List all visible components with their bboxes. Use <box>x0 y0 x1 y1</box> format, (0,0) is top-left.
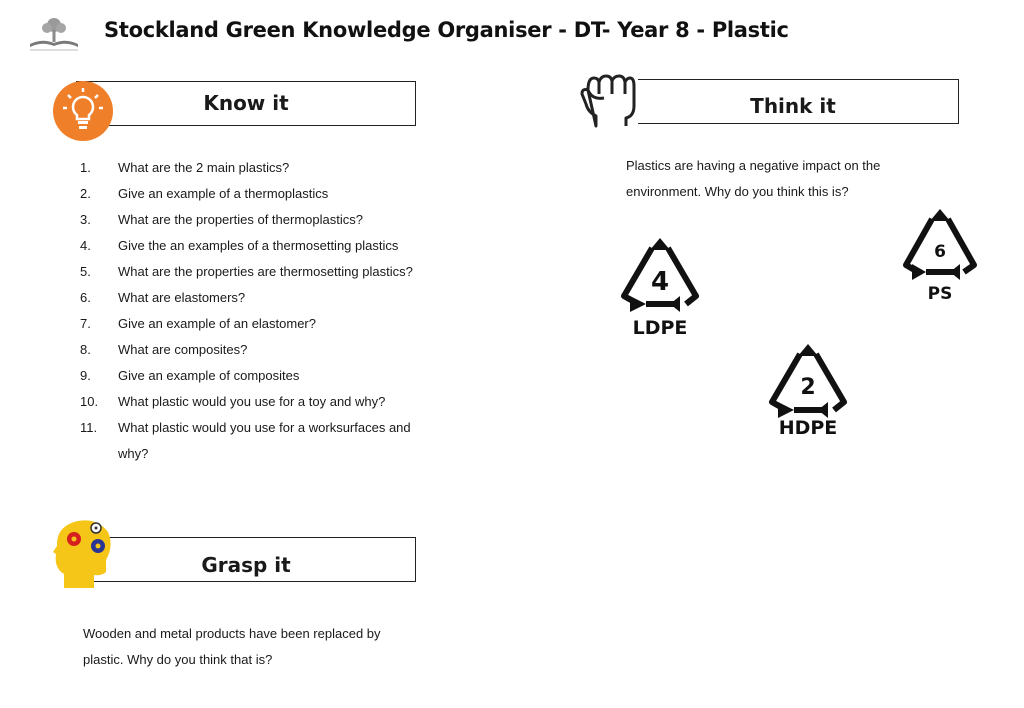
recycling-ps: 6 PS <box>898 205 982 304</box>
recycling-triangle-icon: 4 LDPE <box>621 238 699 339</box>
know-it-heading: Know it <box>203 91 289 115</box>
page-title: Stockland Green Knowledge Organiser - DT… <box>104 18 789 42</box>
list-item-number: 9. <box>80 368 91 383</box>
recycling-ldpe: 4 LDPE <box>616 234 704 339</box>
know-it-heading-box: Know it <box>76 81 416 126</box>
recycling-code: HDPE <box>779 417 838 439</box>
grasp-it-heading-box: Grasp it <box>76 537 416 582</box>
list-item-text: What are elastomers? <box>118 290 246 305</box>
recycling-hdpe: 2 HDPE <box>764 340 852 440</box>
lightbulb-icon <box>53 81 113 141</box>
list-item-text: What are the properties of thermoplastic… <box>118 212 363 227</box>
list-item-number: 1. <box>80 160 91 175</box>
list-item: 7. Give an example of an elastomer? <box>80 311 420 337</box>
list-item-text: Give an example of composites <box>118 368 300 383</box>
list-item-text: What are composites? <box>118 342 248 357</box>
know-it-question-list: 1. What are the 2 main plastics? 2. Give an… <box>80 155 420 467</box>
think-it-icon-wrap <box>578 72 638 130</box>
recycling-triangle-icon: 6 PS <box>903 209 977 304</box>
list-item: 10. What plastic would you use for a toy … <box>80 389 420 415</box>
think-it-heading: Think it <box>750 94 836 118</box>
list-item-text: What plastic would you use for a worksur… <box>118 420 411 461</box>
recycling-code: PS <box>928 284 953 303</box>
raised-fist-icon <box>578 72 638 130</box>
know-it-icon-wrap <box>52 80 114 142</box>
recycling-code: LDPE <box>633 317 688 338</box>
list-item-text: Give an example of an elastomer? <box>118 316 316 331</box>
list-item: 11. What plastic would you use for a work… <box>80 415 420 467</box>
head-gears-icon <box>53 520 111 588</box>
list-item-number: 6. <box>80 290 91 305</box>
list-item-number: 4. <box>80 238 91 253</box>
list-item: 4. Give the an examples of a thermosettin… <box>80 233 420 259</box>
list-item: 8. What are composites? <box>80 337 420 363</box>
list-item-number: 5. <box>80 264 91 279</box>
list-item-number: 7. <box>80 316 91 331</box>
list-item-number: 10. <box>80 394 99 409</box>
tree-book-logo-icon <box>30 18 78 51</box>
list-item: 1. What are the 2 main plastics? <box>80 155 420 181</box>
list-item: 5. What are the properties are thermosett… <box>80 259 420 285</box>
think-it-prompt: Plastics are having a negative impact on… <box>626 158 881 199</box>
list-item: 2. Give an example of a thermoplastics <box>80 181 420 207</box>
list-item: 3. What are the properties of thermoplast… <box>80 207 420 233</box>
list-item: 9. Give an example of composites <box>80 363 420 389</box>
recycling-number: 4 <box>651 267 669 297</box>
grasp-it-icon-wrap <box>52 518 114 588</box>
recycling-number: 2 <box>800 375 815 400</box>
recycling-number: 6 <box>934 242 946 262</box>
list-item: 6. What are elastomers? <box>80 285 420 311</box>
list-item-text: What plastic would you use for a toy and… <box>118 394 386 409</box>
list-item-number: 3. <box>80 212 91 227</box>
list-item-text: What are the 2 main plastics? <box>118 160 290 175</box>
list-item-text: Give the an examples of a thermosetting … <box>118 238 399 253</box>
think-it-heading-box: Think it <box>627 79 959 124</box>
recycling-triangle-icon: 2 HDPE <box>769 344 847 439</box>
list-item-number: 2. <box>80 186 91 201</box>
list-item-number: 11. <box>80 420 98 435</box>
school-logo <box>26 14 82 54</box>
grasp-it-prompt: Wooden and metal products have been repl… <box>83 626 381 667</box>
list-item-number: 8. <box>80 342 91 357</box>
grasp-it-heading: Grasp it <box>201 553 291 577</box>
list-item-text: Give an example of a thermoplastics <box>118 186 329 201</box>
list-item-text: What are the properties are thermosettin… <box>118 264 413 279</box>
